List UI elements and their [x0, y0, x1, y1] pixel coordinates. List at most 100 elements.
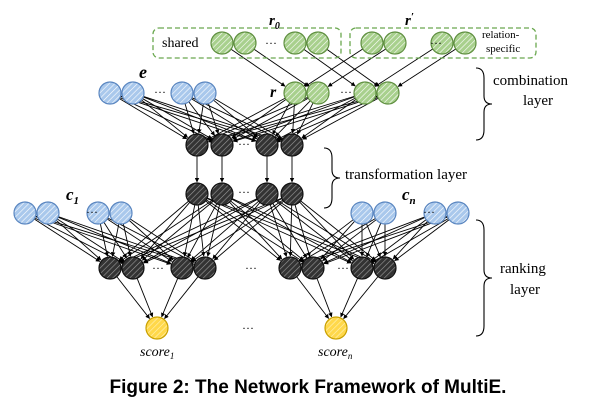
edge-cn-to-rank: [300, 215, 448, 266]
ranking-node-right: [350, 256, 374, 280]
edge-combination-to-transform: [233, 95, 378, 143]
ellipsis-e: ···: [154, 85, 166, 99]
transformation-output-node: [185, 182, 209, 206]
edge-transform-to-rank: [288, 204, 293, 257]
edge-rank-to-score-n: [343, 276, 379, 320]
shared-relation-node: [210, 31, 234, 55]
candidate-c1-node: [86, 201, 110, 225]
edge-rprime-to-r: [397, 48, 457, 87]
candidate-c1-node: [36, 201, 60, 225]
ellipsis-rprime: ···: [430, 36, 442, 50]
relation-boxes: [152, 27, 537, 59]
edge-r0-to-r: [253, 48, 309, 87]
score-1-label: score1: [140, 345, 174, 361]
edge-transform-to-rank: [143, 198, 283, 264]
edge-c1-to-rank: [122, 223, 132, 257]
r-label: r: [270, 84, 277, 101]
edge-transform-to-rank: [276, 199, 376, 263]
edge-rprime-to-r: [374, 48, 434, 87]
score-1-node: [145, 316, 169, 340]
e-label: e: [139, 62, 147, 82]
layer-braces: [323, 67, 493, 337]
entity-e-node: [121, 81, 145, 105]
candidate-c1-node: [109, 201, 133, 225]
transformation-layer-label: transformation layer: [345, 167, 467, 183]
candidate-cn-node: [423, 201, 447, 225]
edge-combination-to-transform: [277, 96, 379, 141]
shared-label: shared: [162, 36, 199, 51]
edge-transform-to-rank: [119, 199, 214, 262]
combination-layer-label-line2: layer: [523, 93, 553, 109]
r0-label: r0: [269, 13, 280, 32]
relation-r-node: [306, 81, 330, 105]
ranking-node-right: [278, 256, 302, 280]
edge-combination-to-transform: [184, 103, 195, 134]
edge-c1-to-rank: [110, 223, 120, 257]
ellipsis-transform1: ···: [238, 137, 250, 151]
edge-cn-to-rank: [299, 218, 376, 263]
edge-combination-to-transform: [207, 97, 286, 140]
candidate-c1-node: [13, 201, 37, 225]
candidate-cn-node: [373, 201, 397, 225]
edge-rprime-to-r: [327, 48, 387, 87]
edge-c1-to-rank: [58, 216, 172, 264]
edge-rank-to-score-1: [136, 278, 154, 318]
entity-e-node: [98, 81, 122, 105]
edge-cn-to-rank: [394, 219, 450, 262]
edge-rank-to-score-n: [316, 278, 333, 318]
edge-transform-to-rank: [230, 200, 305, 261]
edge-combination-to-transform: [119, 97, 212, 141]
transformation-layer-brace: [323, 147, 341, 209]
ranking-node-left: [170, 256, 194, 280]
edge-cn-to-rank: [323, 216, 448, 265]
edge-c1-to-rank: [99, 223, 109, 257]
edge-combination-to-transform: [232, 97, 309, 140]
figure-caption: Figure 2: The Network Framework of Multi…: [110, 377, 507, 398]
ellipsis-rank-mid: ···: [245, 261, 257, 275]
edge-cn-to-rank: [322, 219, 377, 262]
edge-transform-to-rank: [190, 200, 259, 261]
specific-relation-node: [383, 31, 407, 55]
edge-transform-to-rank: [206, 199, 304, 262]
edge-combination-to-transform: [302, 97, 379, 140]
edge-c1-to-rank: [35, 216, 172, 265]
edge-c1-to-rank: [33, 218, 101, 262]
ellipsis-r: ···: [340, 85, 352, 99]
ranking-node-right: [373, 256, 397, 280]
ellipsis-rank-right: ···: [337, 261, 349, 275]
transformation-node: [255, 133, 279, 157]
edge-r0-to-r: [303, 49, 356, 87]
entity-e-node: [170, 81, 194, 105]
edge-cn-to-rank: [300, 216, 425, 265]
edge-transform-to-rank: [205, 200, 281, 261]
combination-layer-label-line1: combination: [493, 73, 568, 89]
score-n-node: [324, 316, 348, 340]
edge-combination-to-transform: [197, 103, 204, 134]
edge-cn-to-rank: [372, 218, 449, 263]
edge-r0-to-r: [230, 48, 286, 87]
network-nodes: [13, 31, 477, 340]
edge-rank-to-score-n: [340, 277, 359, 318]
edge-rank-to-score-n: [296, 276, 330, 319]
transformation-node: [280, 133, 304, 157]
shared-relation-node: [306, 31, 330, 55]
edge-combination-to-transform: [214, 98, 283, 140]
ellipsis-rank-left: ···: [152, 261, 164, 275]
specific-relation-box: [349, 27, 537, 59]
edge-combination-to-transform: [188, 101, 216, 136]
edge-combination-to-transform: [208, 95, 355, 143]
transformation-output-node: [210, 182, 234, 206]
transformation-node: [185, 133, 209, 157]
edge-combination-to-transform: [141, 99, 189, 138]
ranking-node-left: [98, 256, 122, 280]
candidate-cn-node: [446, 201, 470, 225]
relation-specific-label-line1: relation-: [482, 29, 520, 41]
ranking-layer-label-line2: layer: [510, 282, 540, 298]
r-prime-label: r′: [405, 11, 414, 29]
edge-transform-to-rank: [294, 204, 311, 257]
edge-combination-to-transform: [191, 97, 282, 141]
ranking-layer-brace: [475, 219, 493, 337]
ellipsis-cn: ···: [423, 205, 435, 219]
combination-layer-brace: [475, 67, 493, 141]
